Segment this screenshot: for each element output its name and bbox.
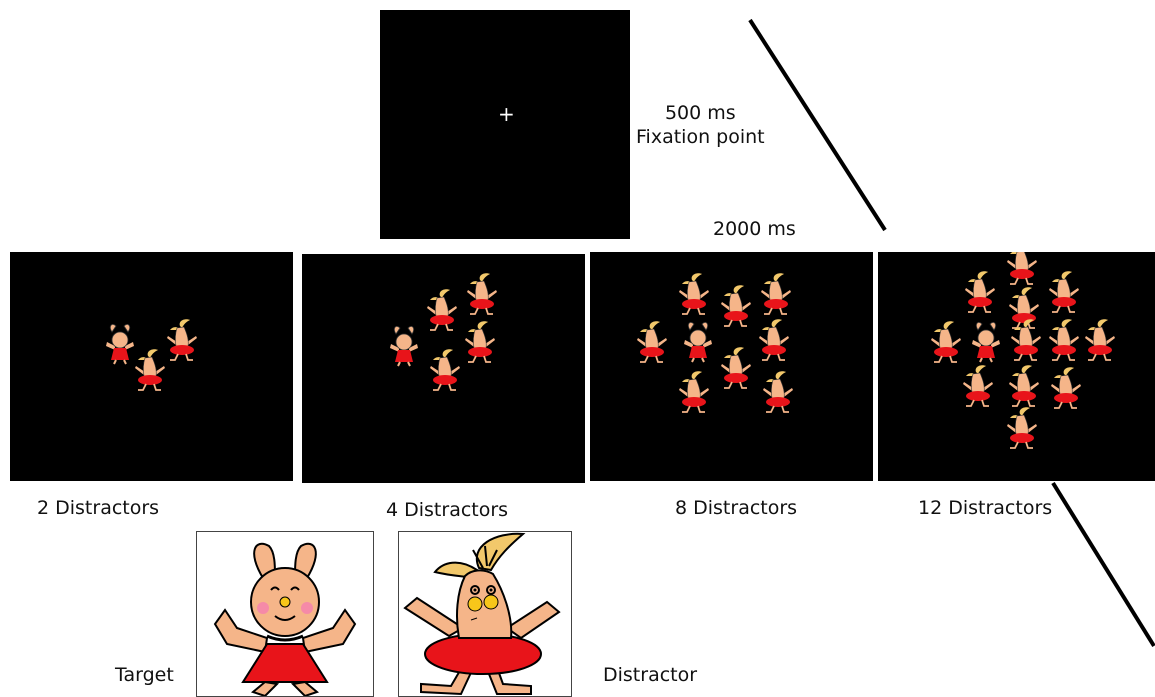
distractor-label: Distractor [603, 664, 698, 686]
target-character-image [213, 542, 357, 696]
search-display-4 [302, 254, 585, 483]
time-line-bottom [1051, 481, 1155, 648]
distractor-character-image [403, 532, 561, 696]
search-display-12 [878, 252, 1155, 481]
condition-label-4: 4 Distractors [386, 499, 509, 521]
fixation-cross: + [498, 102, 515, 126]
search-duration: 2000 ms [713, 218, 796, 240]
fixation-duration: 500 ms [664, 102, 736, 124]
search-items-12 [930, 252, 1116, 449]
condition-label-12: 12 Distractors [918, 497, 1053, 519]
target-stimulus [196, 531, 374, 697]
search-items-4 [389, 272, 498, 391]
fixation-screen: + [380, 10, 630, 239]
search-items-8 [636, 272, 794, 413]
fixation-timing: 500 ms Fixation point [636, 102, 765, 150]
fixation-label: Fixation point [636, 125, 765, 148]
search-display-8 [590, 252, 873, 481]
search-items-2 [105, 318, 198, 391]
distractor-stimulus [398, 531, 572, 697]
condition-label-2: 2 Distractors [37, 497, 160, 519]
search-display-2 [10, 252, 293, 481]
time-line-top [748, 18, 887, 232]
target-label: Target [115, 664, 174, 686]
condition-label-8: 8 Distractors [675, 497, 798, 519]
